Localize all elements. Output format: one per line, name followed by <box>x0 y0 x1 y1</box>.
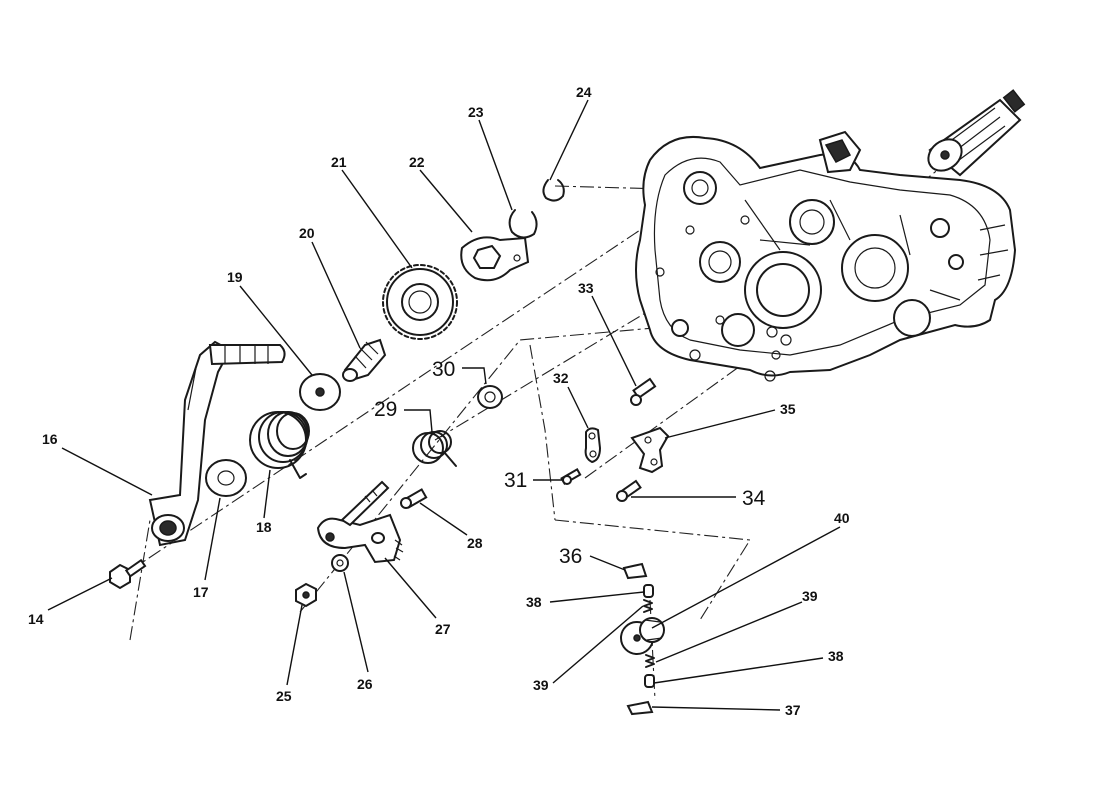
label-part-40: 40 <box>834 510 850 526</box>
part-number-labels: 14 16 17 18 19 20 21 22 23 24 25 26 27 2… <box>28 84 850 718</box>
label-part-19: 19 <box>227 269 243 285</box>
part-17-washer <box>205 459 247 497</box>
label-part-22: 22 <box>409 154 425 170</box>
label-part-21: 21 <box>331 154 347 170</box>
part-27-ratchet-lever <box>316 480 404 564</box>
leader-lines <box>47 99 841 711</box>
label-part-39-lower: 39 <box>533 677 549 693</box>
part-25-nut <box>295 582 317 608</box>
part-28-pin <box>400 488 428 509</box>
label-part-18: 18 <box>256 519 272 535</box>
label-part-26: 26 <box>357 676 373 692</box>
label-part-38-upper: 38 <box>526 594 542 610</box>
label-part-20: 20 <box>299 225 315 241</box>
part-32-clip <box>584 427 602 464</box>
label-part-27: 27 <box>435 621 451 637</box>
part-24-circlip <box>542 179 565 202</box>
part-33-bolt <box>630 377 657 406</box>
selector-drum <box>927 89 1026 177</box>
part-30-bushing <box>477 385 503 409</box>
part-37-pad <box>626 700 654 716</box>
part-21-gear <box>382 264 458 340</box>
part-39-spring-lower <box>645 654 655 668</box>
label-part-36: 36 <box>559 545 582 568</box>
label-part-39-upper: 39 <box>802 588 818 604</box>
part-31-screw <box>560 468 582 485</box>
label-part-17: 17 <box>193 584 209 600</box>
part-40-shift-drum <box>620 617 665 655</box>
label-part-29: 29 <box>374 398 397 421</box>
part-20-kickstart-shaft <box>342 338 387 382</box>
label-part-28: 28 <box>467 535 483 551</box>
part-39-spring-upper <box>643 599 653 613</box>
label-part-33: 33 <box>578 280 594 296</box>
crankcase-housing <box>635 130 1017 382</box>
label-part-23: 23 <box>468 104 484 120</box>
part-22-ratchet-plate <box>460 236 530 282</box>
part-14-bolt <box>109 558 147 590</box>
part-16-kickstart-lever <box>148 340 286 547</box>
part-38-pin-lower <box>644 674 655 688</box>
label-part-32: 32 <box>553 370 569 386</box>
part-29-spring <box>412 430 457 467</box>
label-part-16: 16 <box>42 431 58 447</box>
label-part-25: 25 <box>276 688 292 704</box>
label-part-37: 37 <box>785 702 801 718</box>
label-part-14: 14 <box>28 611 44 627</box>
part-26-washer <box>331 554 349 572</box>
part-36-pad <box>622 562 648 580</box>
part-18-spring <box>249 411 310 479</box>
label-part-30: 30 <box>432 358 455 381</box>
label-part-31: 31 <box>504 469 527 492</box>
label-part-38-lower: 38 <box>828 648 844 664</box>
label-part-35: 35 <box>780 401 796 417</box>
part-34-bolt <box>616 479 642 502</box>
part-35-bracket <box>630 426 670 474</box>
part-38-pin-upper <box>643 584 654 598</box>
label-part-24: 24 <box>576 84 592 100</box>
label-part-34: 34 <box>742 487 766 510</box>
part-23-circlip <box>508 209 538 239</box>
part-19-disc-washer <box>299 373 341 411</box>
